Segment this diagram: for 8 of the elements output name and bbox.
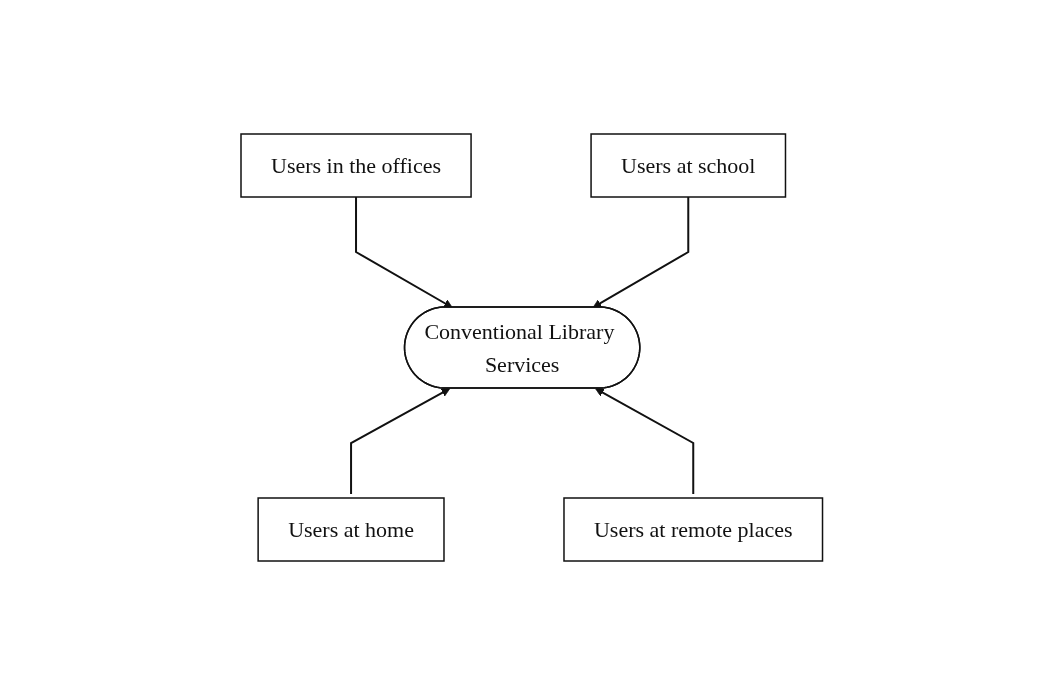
node-box: Users at home: [257, 497, 445, 562]
arrow: [595, 388, 695, 495]
node-box: Users in the offices: [240, 133, 473, 198]
arrow: [350, 388, 451, 495]
arrow: [355, 196, 453, 308]
node-box: Users at remote places: [563, 497, 824, 562]
arrow: [592, 196, 690, 308]
node-box: Users at school: [590, 133, 787, 198]
